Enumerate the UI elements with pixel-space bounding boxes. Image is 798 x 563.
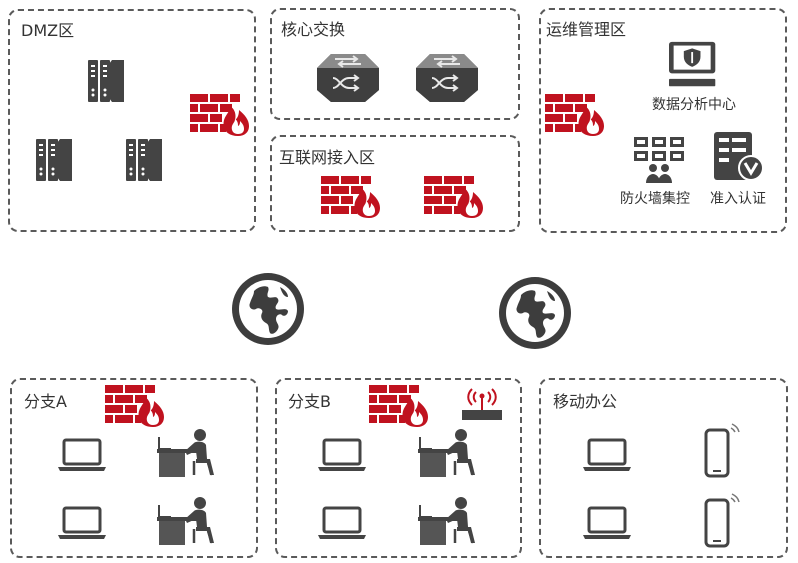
firewall-icon [543,90,607,138]
core-switch-zone-label: 核心交换 [281,20,346,39]
mobile-office-zone [539,378,788,558]
laptop-icon [317,437,367,473]
globe-icon [495,273,575,353]
access-auth-label: 准入认证 [710,191,766,207]
router-icon [460,386,504,422]
smartphone-icon [702,490,742,550]
ops-management-zone-label: 运维管理区 [546,20,627,39]
branch-a-zone-label: 分支A [24,392,67,411]
firewall-icon [422,172,486,220]
mobile-office-zone-label: 移动办公 [553,392,618,411]
firewall-icon [103,381,167,429]
dmz-zone [8,9,256,232]
monitor-shield-icon [666,40,722,90]
switch-icon [313,48,383,104]
firewall-icon [188,90,252,138]
branch-a-zone [10,378,258,558]
laptop-icon [317,505,367,541]
grid-users-icon [632,135,686,185]
laptop-icon [57,437,107,473]
internet-access-zone [270,135,520,232]
laptop-icon [582,437,632,473]
server-icon [124,137,164,183]
workstation-user-icon [156,427,216,479]
server-check-icon [712,130,766,184]
core-switch-zone [270,8,520,120]
server-icon [86,58,126,104]
internet-access-zone-label: 互联网接入区 [279,148,376,167]
laptop-icon [57,505,107,541]
server-icon [34,137,74,183]
globe-icon [228,269,308,349]
firewall-icon [367,381,431,429]
ops-management-zone [539,8,787,233]
firewall-icon [319,172,383,220]
workstation-user-icon [156,495,216,547]
data-center-label: 数据分析中心 [652,97,736,113]
branch-b-zone-label: 分支B [288,392,331,411]
dmz-zone-label: DMZ区 [21,21,75,40]
laptop-icon [582,505,632,541]
smartphone-icon [702,420,742,480]
branch-b-zone [275,378,522,558]
switch-icon [412,48,482,104]
workstation-user-icon [417,495,477,547]
firewall-mgmt-label: 防火墙集控 [620,191,690,207]
workstation-user-icon [417,427,477,479]
